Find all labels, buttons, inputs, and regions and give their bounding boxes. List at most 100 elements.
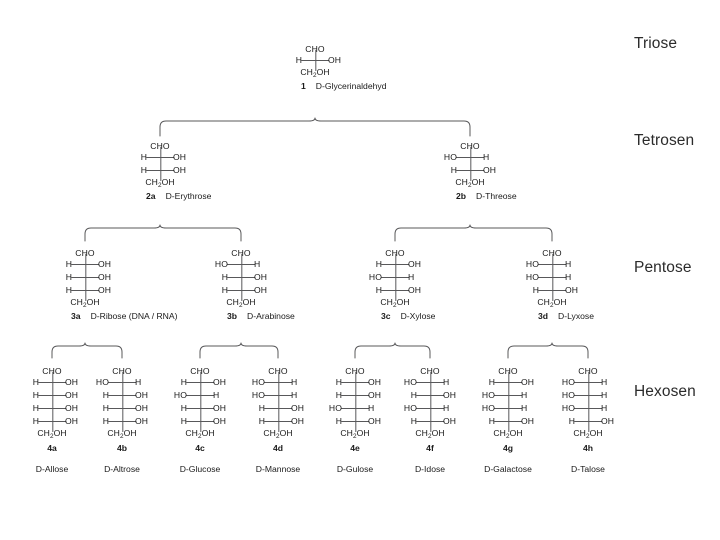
substituent-left: HO <box>328 403 342 413</box>
substituent-left: H <box>221 285 228 295</box>
substituent-left: H <box>375 285 382 295</box>
horizontal-bond <box>227 264 255 265</box>
molecule-top-group: CHO <box>231 248 251 258</box>
substituent-right: OH <box>135 390 149 400</box>
substituent-right: OH <box>213 416 227 426</box>
substituent-left: HO <box>561 377 575 387</box>
horizontal-bond <box>38 395 66 396</box>
molecule-name: D-Mannose <box>255 464 301 474</box>
molecule-name: D-Gulose <box>336 464 374 474</box>
substituent-left: H <box>32 416 39 426</box>
horizontal-bond <box>108 382 136 383</box>
molecule-name: D-Ribose (DNA / RNA) <box>90 311 178 321</box>
molecule-bottom-group: CH2OH <box>145 177 175 189</box>
substituent-right: OH <box>521 377 535 387</box>
subscript: 2 <box>392 301 397 309</box>
substituent-left: HO <box>561 390 575 400</box>
substituent-right: OH <box>291 403 305 413</box>
substituent-right: OH <box>173 152 187 162</box>
horizontal-bond <box>186 421 214 422</box>
category-label-triose: Triose <box>634 35 678 52</box>
substituent-left: HO <box>368 272 382 282</box>
substituent-left: H <box>295 55 302 65</box>
substituent-right: OH <box>368 377 382 387</box>
molecule-name: D-Arabinose <box>247 311 295 321</box>
molecule-id: 4c <box>195 443 205 453</box>
substituent-right: H <box>291 377 298 387</box>
molecule-caption-3c: 3c D-Xylose <box>381 311 435 321</box>
substituent-left: H <box>180 403 187 413</box>
stereocenter-row: H OH <box>66 271 111 284</box>
molecule-bottom-group: CH2OH <box>37 428 67 440</box>
substituent-left: HO <box>173 390 187 400</box>
molecule-top-group: CHO <box>150 141 170 151</box>
category-label-tetrosen: Tetrosen <box>634 132 695 149</box>
substituent-right: OH <box>521 416 535 426</box>
molecule-bottom-group: CH2OH <box>226 297 256 309</box>
substituent-left: HO <box>214 259 228 269</box>
horizontal-bond <box>264 421 292 422</box>
horizontal-bond <box>71 290 99 291</box>
substituent-left: HO <box>525 259 539 269</box>
stereocenter-rows: H OH <box>296 50 341 71</box>
horizontal-bond <box>416 421 444 422</box>
subscript: 2 <box>585 432 590 440</box>
horizontal-bond <box>538 290 566 291</box>
substituent-left: H <box>102 390 109 400</box>
substituent-left: HO <box>443 152 457 162</box>
substituent-left: HO <box>561 403 575 413</box>
molecule-top-group: CHO <box>385 248 405 258</box>
molecule-top-group: CHO <box>42 366 62 376</box>
substituent-left: H <box>258 403 265 413</box>
molecule-bottom-group: CH2OH <box>70 297 100 309</box>
substituent-right: OH <box>328 55 342 65</box>
substituent-right: H <box>565 259 572 269</box>
substituent-right: OH <box>408 259 422 269</box>
molecule-name: D-Xylose <box>400 311 436 321</box>
molecule-id: 4h <box>582 443 594 453</box>
substituent-left: HO <box>403 377 417 387</box>
substituent-left: H <box>532 285 539 295</box>
stereocenter-row: H OH <box>259 402 304 415</box>
substituent-right: OH <box>443 416 457 426</box>
substituent-left: H <box>65 272 72 282</box>
molecule-id: 4g <box>502 443 514 453</box>
substituent-left: HO <box>525 272 539 282</box>
horizontal-bond <box>301 60 329 61</box>
horizontal-bond <box>146 157 174 158</box>
molecule-top-group: CHO <box>578 366 598 376</box>
vertical-bond-backbone <box>588 372 589 432</box>
horizontal-bond <box>574 382 602 383</box>
substituent-right: OH <box>135 403 149 413</box>
substituent-right: OH <box>565 285 579 295</box>
molecule-id: 3c <box>381 311 391 321</box>
substituent-right: OH <box>98 272 112 282</box>
